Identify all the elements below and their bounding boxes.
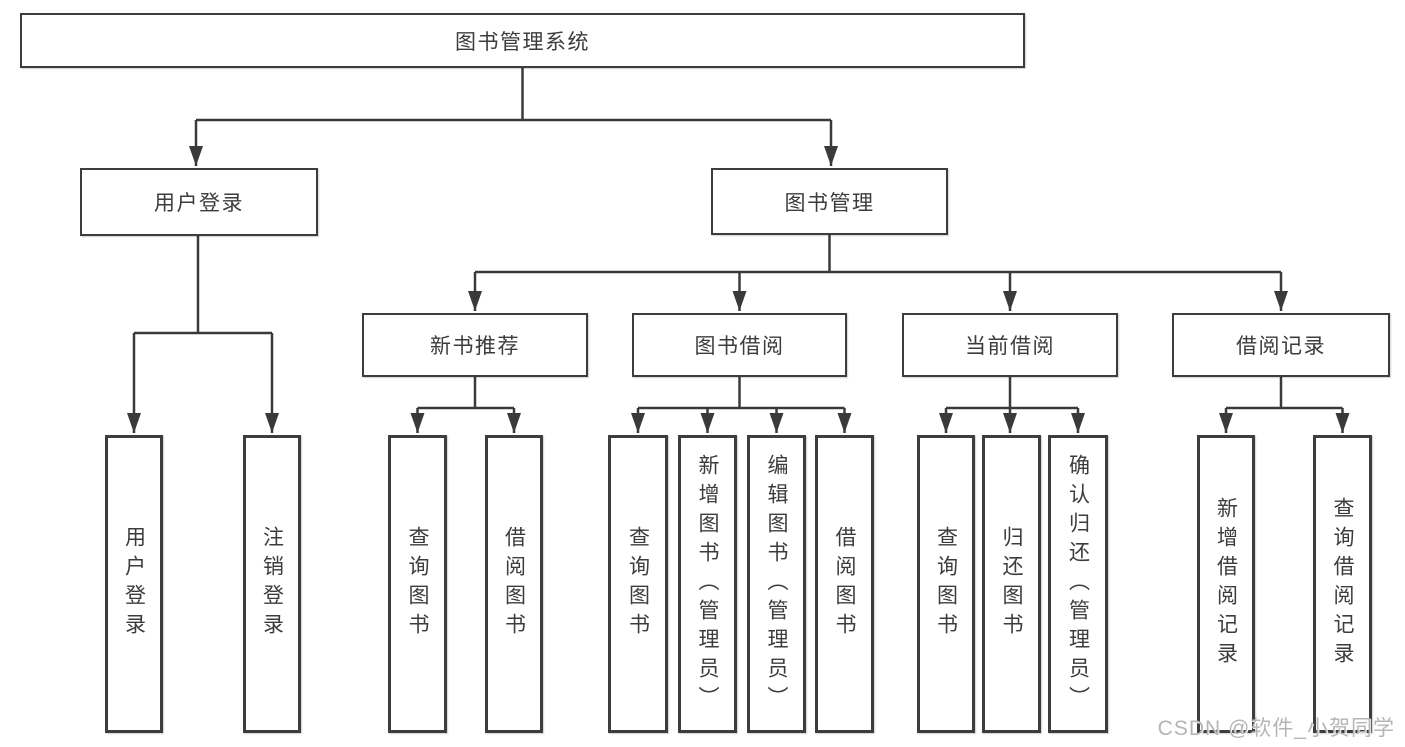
csdn-watermark: CSDN @软件_小贺同学 (1157, 717, 1395, 740)
leaf-add-borrow-record: 新增借阅记录 (1197, 435, 1255, 733)
node-borrow-records: 借阅记录 (1172, 313, 1390, 377)
leaf-edit-books-admin: 编辑图书（管理员） (747, 435, 806, 733)
leaf-confirm-return-admin: 确认归还（管理员） (1048, 435, 1108, 733)
leaf-add-books-admin: 新增图书（管理员） (678, 435, 737, 733)
leaf-user-login: 用户登录 (105, 435, 163, 733)
node-book-borrow: 图书借阅 (632, 313, 847, 377)
leaf-query-borrow-record: 查询借阅记录 (1313, 435, 1372, 733)
node-root-library-system: 图书管理系统 (20, 13, 1025, 68)
node-book-management: 图书管理 (711, 168, 948, 235)
leaf-query-books-borrow: 查询图书 (608, 435, 668, 733)
leaf-borrow-books-recommend: 借阅图书 (485, 435, 543, 733)
leaf-logout: 注销登录 (243, 435, 301, 733)
leaf-return-books: 归还图书 (982, 435, 1041, 733)
node-user-login: 用户登录 (80, 168, 318, 236)
leaf-query-books-current: 查询图书 (917, 435, 975, 733)
leaf-borrow-books: 借阅图书 (815, 435, 874, 733)
node-current-borrow: 当前借阅 (902, 313, 1118, 377)
leaf-query-books-recommend: 查询图书 (388, 435, 447, 733)
node-new-book-recommend: 新书推荐 (362, 313, 588, 377)
